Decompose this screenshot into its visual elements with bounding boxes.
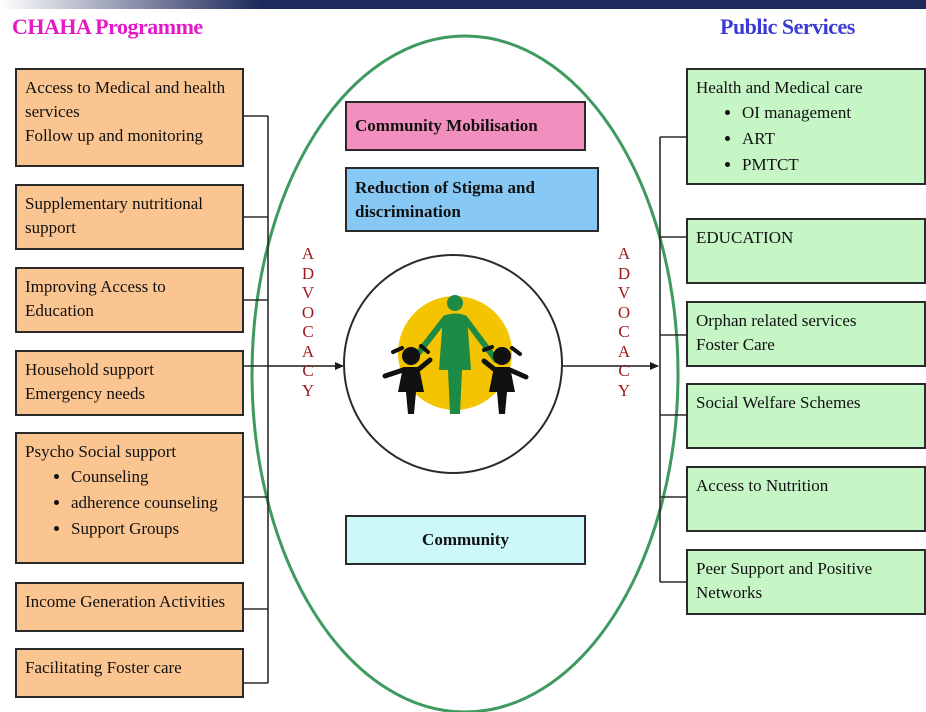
advocacy-letter: O xyxy=(301,302,315,322)
service-line: Access to Nutrition xyxy=(696,476,829,495)
advocacy-letter: C xyxy=(302,322,314,341)
community-box: Community xyxy=(345,515,586,565)
service-box-welfare: Social Welfare Schemes xyxy=(686,383,926,449)
service-line: Social Welfare Schemes xyxy=(696,393,861,412)
programme-box-psychosocial: Psycho Social support Counseling adheren… xyxy=(15,432,244,564)
service-line: Orphan related services xyxy=(696,311,857,330)
programme-line: Follow up and monitoring xyxy=(25,126,204,145)
programme-line: Facilitating Foster care xyxy=(25,658,182,677)
advocacy-label-left: A D V O C A C Y xyxy=(298,244,318,400)
programme-line: Household support xyxy=(25,360,154,379)
service-box-orphan: Orphan related services Foster Care xyxy=(686,301,926,367)
service-box-health: Health and Medical care OI management AR… xyxy=(686,68,926,185)
top-bar xyxy=(0,0,926,9)
programme-bullet: Support Groups xyxy=(71,516,234,542)
programme-line: Income Generation Activities xyxy=(25,592,226,611)
advocacy-letter: D xyxy=(301,263,315,283)
service-box-education: EDUCATION xyxy=(686,218,926,284)
advocacy-letter: A xyxy=(617,244,631,263)
service-box-peer-support: Peer Support and Positive Networks xyxy=(686,549,926,615)
advocacy-letter: A xyxy=(301,341,315,361)
right-bracket xyxy=(659,136,686,583)
service-line: EDUCATION xyxy=(696,228,794,247)
advocacy-letter: V xyxy=(301,283,315,302)
advocacy-letter: A xyxy=(301,244,315,263)
advocacy-letter: C xyxy=(618,322,630,341)
service-bullets: OI management ART PMTCT xyxy=(696,100,916,178)
advocacy-letter: A xyxy=(617,341,631,361)
community-circle xyxy=(250,34,680,712)
advocacy-letter: V xyxy=(617,283,631,302)
programme-line: Emergency needs xyxy=(25,384,146,403)
services-heading: Public Services xyxy=(720,14,855,39)
programme-box-nutrition: Supplementary nutritional support xyxy=(15,184,244,250)
service-bullet: OI management xyxy=(742,100,916,126)
programme-line: Psycho Social support xyxy=(25,442,177,461)
advocacy-letter: D xyxy=(617,263,631,283)
programme-heading: CHAHA Programme xyxy=(12,14,203,39)
service-bullet: PMTCT xyxy=(742,152,916,178)
programme-bullet: Counseling xyxy=(71,464,234,490)
service-line: Peer Support and Positive Networks xyxy=(696,559,873,602)
advocacy-letter: C xyxy=(302,361,314,380)
stigma-reduction-box: Reduction of Stigma and discrimination xyxy=(345,167,599,232)
programme-box-education: Improving Access to Education xyxy=(15,267,244,333)
programme-line: Access to Medical and health services xyxy=(25,78,226,121)
programme-line: Improving Access to Education xyxy=(25,277,166,320)
advocacy-letter: Y xyxy=(301,380,315,400)
programme-box-foster: Facilitating Foster care xyxy=(15,648,244,698)
service-line: Foster Care xyxy=(696,335,775,354)
advocacy-letter: Y xyxy=(617,380,631,400)
programme-bullets: Counseling adherence counseling Support … xyxy=(25,464,234,542)
advocacy-letter: C xyxy=(618,361,630,380)
advocacy-letter: O xyxy=(617,302,631,322)
programme-box-medical: Access to Medical and health services Fo… xyxy=(15,68,244,167)
programme-line: Supplementary nutritional support xyxy=(25,194,203,237)
programme-bullet: adherence counseling xyxy=(71,490,234,516)
community-mobilisation-box: Community Mobilisation xyxy=(345,101,586,151)
left-bracket xyxy=(243,115,269,684)
service-bullet: ART xyxy=(742,126,916,152)
advocacy-label-right: A D V O C A C Y xyxy=(614,244,634,400)
service-line: Health and Medical care xyxy=(696,78,863,97)
programme-box-income: Income Generation Activities xyxy=(15,582,244,632)
service-box-nutrition: Access to Nutrition xyxy=(686,466,926,532)
family-icon xyxy=(382,295,529,414)
programme-box-household: Household support Emergency needs xyxy=(15,350,244,416)
